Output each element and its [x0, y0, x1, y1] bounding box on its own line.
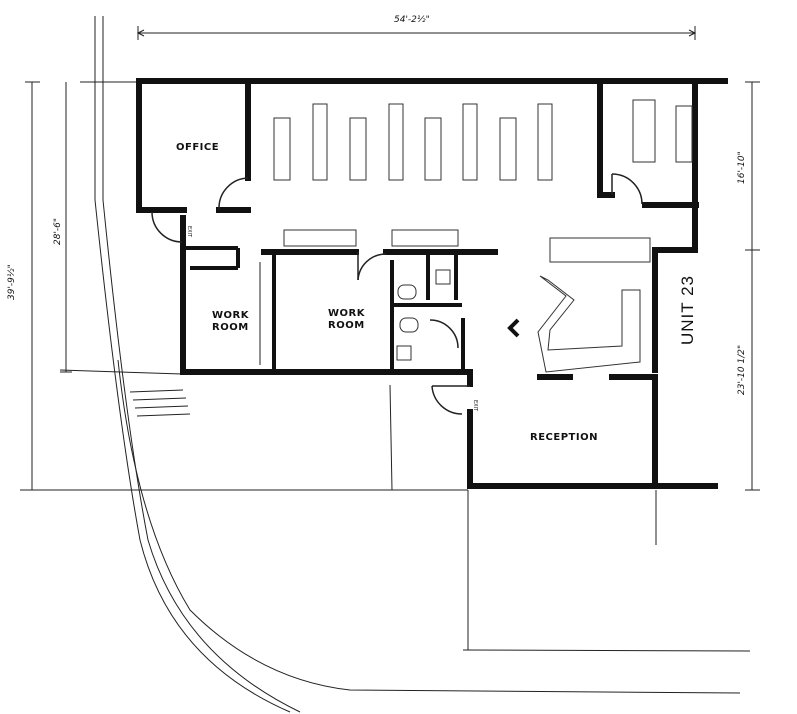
room-label-work-room-mid-line-1: WORK	[328, 308, 366, 319]
room-label-reception: RECEPTION	[530, 432, 598, 443]
dimension-labels: 54'-2½" 39'-9½" 28'-6" 16'-10" 23'-10 1/…	[7, 15, 747, 395]
room-label-work-room-left-line-1: WORK	[212, 310, 250, 321]
dim-right-lower-height: 23'-10 1/2"	[737, 345, 747, 395]
dim-top-width: 54'-2½"	[394, 15, 430, 25]
treatment-tables	[273, 99, 693, 181]
dim-left-inner-height: 28'-6"	[53, 218, 63, 245]
dim-right-upper-height: 16'-10"	[737, 151, 747, 184]
dim-overall-height: 39'-9½"	[7, 264, 17, 300]
exit-label-reception: EXIT	[472, 400, 478, 412]
exterior-walls	[136, 78, 728, 489]
interior-walls	[183, 246, 658, 380]
exit-label-left: EXIT	[186, 226, 192, 238]
door-swings	[151, 173, 643, 415]
counters	[259, 229, 651, 373]
room-label-office: OFFICE	[176, 142, 219, 153]
site-lines	[20, 16, 751, 713]
room-label-work-room-left-line-2: ROOM	[212, 322, 249, 333]
dimension-lines	[25, 26, 760, 491]
room-label-work-room-mid-line-2: ROOM	[328, 320, 365, 331]
fixtures	[396, 269, 451, 361]
unit-label: UNIT 23	[678, 275, 697, 345]
